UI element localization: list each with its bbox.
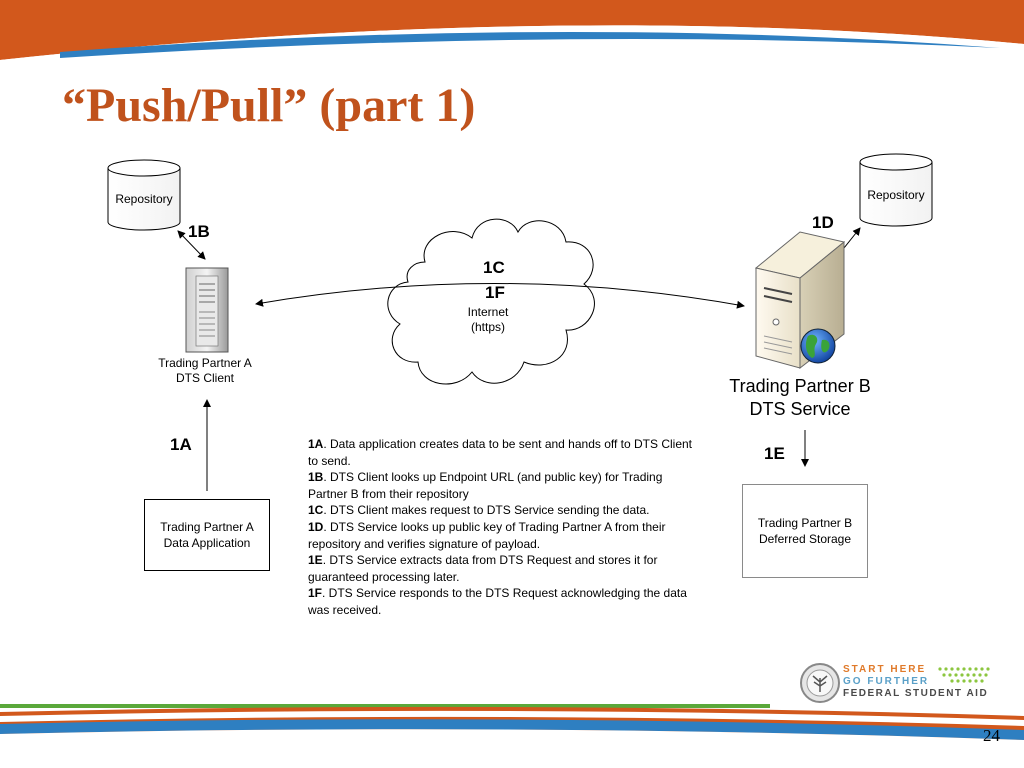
step-label-1b: 1B	[188, 222, 210, 241]
logo-line2: GO FURTHER	[843, 676, 930, 687]
bottom-banner	[0, 704, 1024, 768]
repository-left-label: Repository	[115, 192, 173, 206]
description-item: 1E. DTS Service extracts data from DTS R…	[308, 552, 703, 585]
client-service-connector	[255, 282, 745, 309]
logo-dots	[938, 667, 990, 683]
internet-label-line1: Internet	[467, 305, 509, 319]
description-step-id: 1F	[308, 586, 323, 601]
description-step-text: . DTS Client looks up Endpoint URL (and …	[308, 470, 663, 501]
step-label-1e: 1E	[764, 444, 785, 463]
description-step-text: . DTS Service extracts data from DTS Req…	[308, 553, 658, 584]
data-application-line2: Data Application	[163, 536, 251, 550]
description-step-id: 1A	[308, 437, 324, 451]
internet-label-line2: (https)	[470, 320, 505, 334]
logo-line3: FEDERAL STUDENT AID	[843, 688, 989, 699]
description-step-id: 1C	[308, 503, 324, 518]
description-item: 1A. Data application creates data to be …	[308, 436, 703, 469]
logo-line1: START HERE	[843, 664, 927, 675]
deferred-storage-box: Trading Partner B Deferred Storage	[742, 484, 868, 578]
service-label-line2: DTS Service	[749, 399, 851, 419]
internet-label: Internet (https)	[448, 305, 528, 335]
service-label: Trading Partner B DTS Service	[700, 375, 900, 421]
data-application-box: Trading Partner A Data Application	[144, 499, 270, 571]
description-item: 1D. DTS Service looks up public key of T…	[308, 519, 703, 552]
client-label: Trading Partner A DTS Client	[130, 356, 280, 386]
arrow-1b	[177, 230, 206, 260]
step-label-1f: 1F	[485, 283, 505, 302]
description-step-text: . DTS Service looks up public key of Tra…	[308, 519, 666, 551]
repository-right-cylinder	[859, 153, 933, 227]
step-label-1a: 1A	[170, 435, 192, 454]
page-number: 24	[983, 726, 1000, 745]
description-step-text: . Data application creates data to be se…	[308, 437, 693, 468]
description-step-text: . DTS Service responds to the DTS Reques…	[308, 586, 687, 617]
deferred-storage-line1: Trading Partner B	[757, 516, 853, 530]
description-step-id: 1E	[308, 553, 323, 568]
service-label-line1: Trading Partner B	[729, 376, 871, 396]
step-description-list: 1A. Data application creates data to be …	[308, 436, 703, 619]
slide-title: “Push/Pull” (part 1)	[62, 79, 476, 132]
description-step-text: . DTS Client makes request to DTS Servic…	[323, 503, 650, 518]
description-item: 1F. DTS Service responds to the DTS Requ…	[308, 585, 703, 618]
fsa-seal-icon	[800, 663, 840, 703]
client-tower-icon	[185, 267, 229, 353]
globe-icon	[800, 328, 836, 364]
repository-left-cylinder	[107, 159, 181, 231]
step-label-1c: 1C	[483, 258, 505, 277]
top-banner	[0, 0, 1024, 66]
client-label-line1: Trading Partner A	[158, 356, 252, 370]
description-item: 1B. DTS Client looks up Endpoint URL (an…	[308, 469, 703, 502]
deferred-storage-line2: Deferred Storage	[758, 532, 852, 546]
description-step-id: 1B	[308, 470, 324, 485]
data-application-line1: Trading Partner A	[160, 520, 254, 534]
client-label-line2: DTS Client	[175, 371, 234, 385]
description-step-id: 1D	[308, 519, 324, 534]
step-label-1d: 1D	[812, 213, 834, 232]
description-item: 1C. DTS Client makes request to DTS Serv…	[308, 502, 703, 519]
repository-right-label: Repository	[867, 188, 925, 202]
